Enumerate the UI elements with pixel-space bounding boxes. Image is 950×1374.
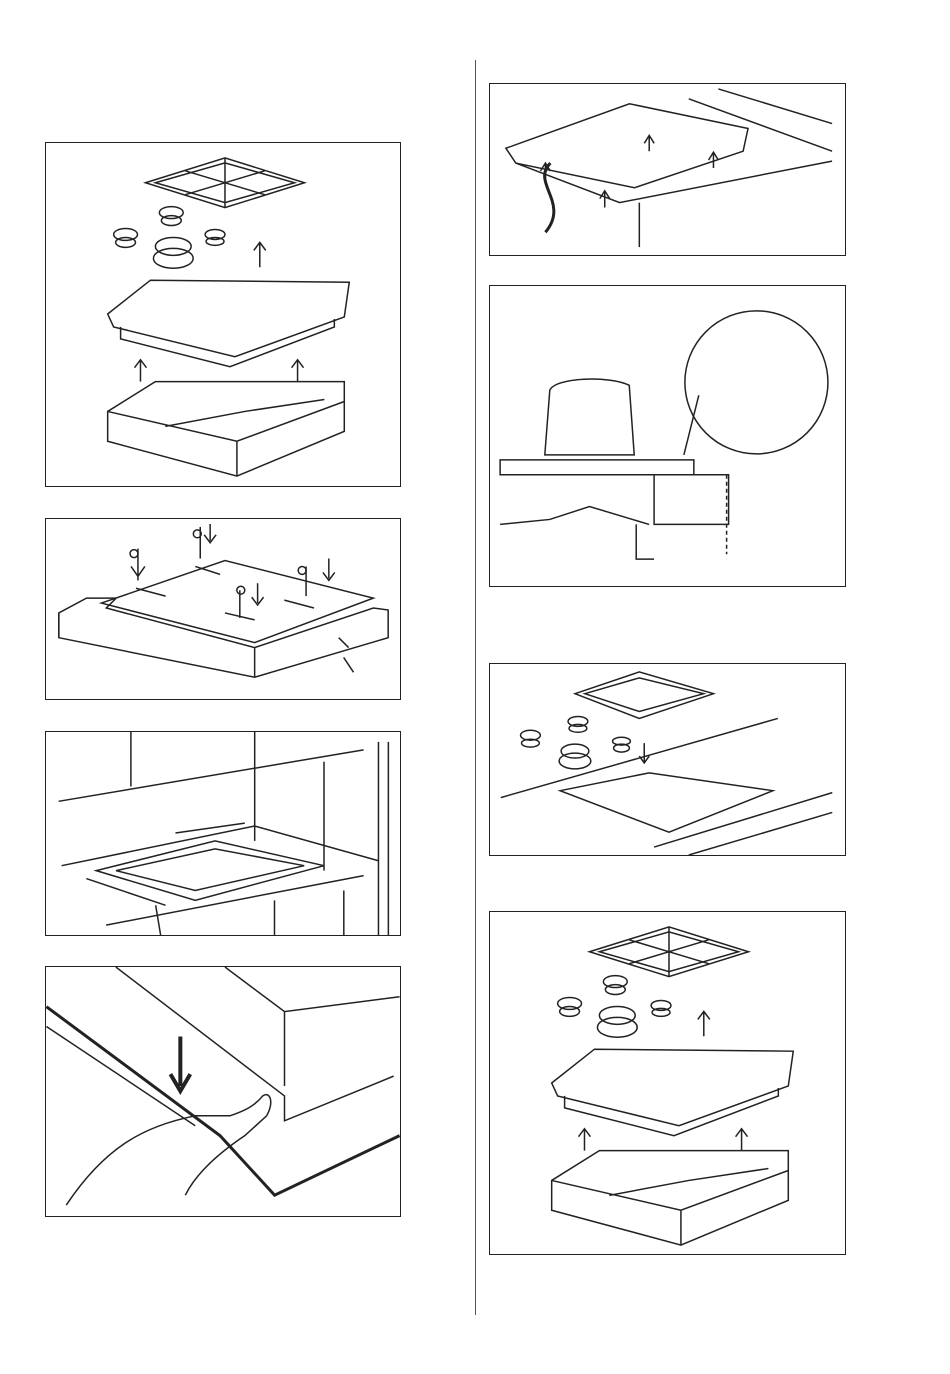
column-divider: [475, 60, 476, 1315]
hob-exploded-icon: [46, 143, 400, 486]
figure-bracket-screws: [45, 518, 401, 700]
figure-underside-brackets: [489, 83, 846, 256]
figure-cutout-dimensions: [45, 731, 401, 936]
hob-exploded-icon: [490, 912, 845, 1254]
figure-hob-assembly: [489, 663, 846, 856]
bracket-screws-icon: [46, 519, 400, 699]
figure-hob-exploded-right: [489, 911, 846, 1255]
figure-section-detail: [489, 285, 846, 587]
hob-assembly-icon: [490, 664, 845, 855]
seal-strip-icon: [46, 967, 400, 1216]
figure-seal-strip: [45, 966, 401, 1217]
figure-hob-exploded-left: [45, 142, 401, 487]
cutout-dimensions-icon: [46, 732, 400, 935]
underside-brackets-icon: [490, 84, 845, 255]
section-detail-icon: [490, 286, 845, 586]
